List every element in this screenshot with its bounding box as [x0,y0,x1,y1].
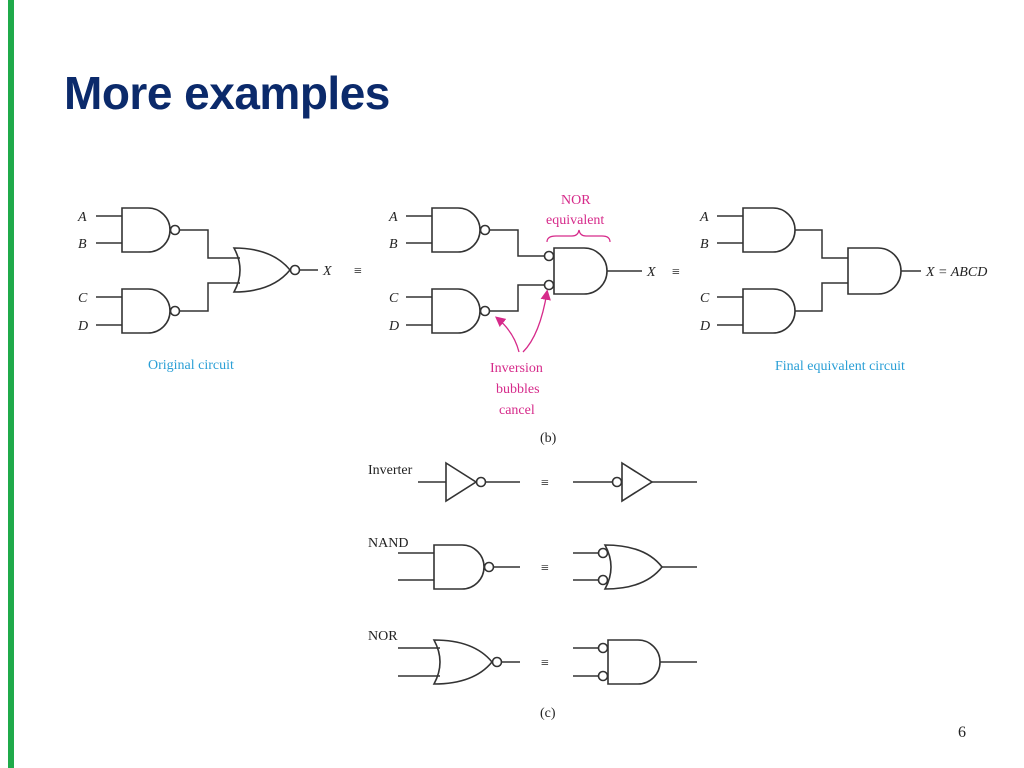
input-label-b: B [700,237,709,252]
buffer-triangle [621,461,654,503]
inversion-bubble [597,670,609,682]
inversion-bubble [597,547,609,559]
final-output-label: X = ABCD [925,265,987,280]
page-number: 6 [958,724,966,741]
annotation-arrow [522,289,551,353]
input-label-a: A [388,210,398,225]
inversion-bubble [169,224,181,236]
row-label-nand: NAND [368,536,408,551]
inversion-bubble [289,264,301,276]
panel-label-b: (b) [540,431,557,446]
caption-final: Final equivalent circuit [775,359,905,374]
accent-bar [8,0,14,768]
output-label: X [322,264,332,279]
nor-gate [232,247,292,293]
input-label-b: B [78,237,87,252]
equivalence-symbol: ≡ [672,265,680,280]
nand-gate [121,207,171,253]
inversion-bubble [543,279,555,291]
inversion-bubble [479,224,491,236]
equivalence-symbol: ≡ [354,264,362,279]
and-gate [742,288,796,334]
final-circuit: A B C D X = ABCD Final equivalent circui… [699,207,987,374]
input-label-d: D [699,319,710,334]
nor-equivalent-label: equivalent [546,213,604,228]
and-gate [607,639,661,685]
and-gate [847,247,902,295]
inversion-bubble [475,476,487,488]
panel-label-c: (c) [540,706,556,721]
nor-equivalent-circuit: A B C D X ≡ NOR equivalent Inversion bub… [388,193,680,446]
row-label-inverter: Inverter [368,463,413,478]
equivalence-symbol: ≡ [541,476,549,491]
or-gate [603,544,664,590]
inversion-bubble [479,305,491,317]
inversion-bubble [597,642,609,654]
caption-original: Original circuit [148,358,234,373]
nand-gate [431,288,481,334]
inversion-bubble [483,561,495,573]
buffer-triangle [445,461,478,503]
equivalence-symbol: ≡ [541,561,549,576]
equivalence-symbol: ≡ [541,656,549,671]
input-label-d: D [77,319,88,334]
row-label-nor: NOR [368,629,398,644]
nand-gate [433,544,485,590]
nand-gate [121,288,171,334]
bubbles-label-line2: bubbles [496,382,540,397]
input-label-a: A [699,210,709,225]
inversion-bubble [169,305,181,317]
inversion-bubble [543,250,555,262]
inversion-bubble [597,574,609,586]
and-gate [553,247,608,295]
inversion-bubble [611,476,623,488]
bubbles-label-line1: Inversion [490,361,543,376]
input-label-c: C [700,291,710,306]
input-label-c: C [389,291,399,306]
input-label-b: B [389,237,398,252]
and-gate [742,207,796,253]
nand-gate [431,207,481,253]
nor-label: NOR [561,193,591,208]
slide-title: More examples [64,67,390,119]
output-label: X [646,265,656,280]
input-label-d: D [388,319,399,334]
input-label-c: C [78,291,88,306]
gate-equivalence-table: Inverter ≡ NAND ≡ NOR ≡ (c) [368,461,697,721]
brace [546,229,611,243]
inversion-bubble [491,656,503,668]
annotation-arrow [494,316,520,353]
original-circuit: A B C D X ≡ Original circuit [77,207,362,373]
nor-gate [432,639,494,685]
input-label-a: A [77,210,87,225]
bubbles-label-line3: cancel [499,403,535,418]
